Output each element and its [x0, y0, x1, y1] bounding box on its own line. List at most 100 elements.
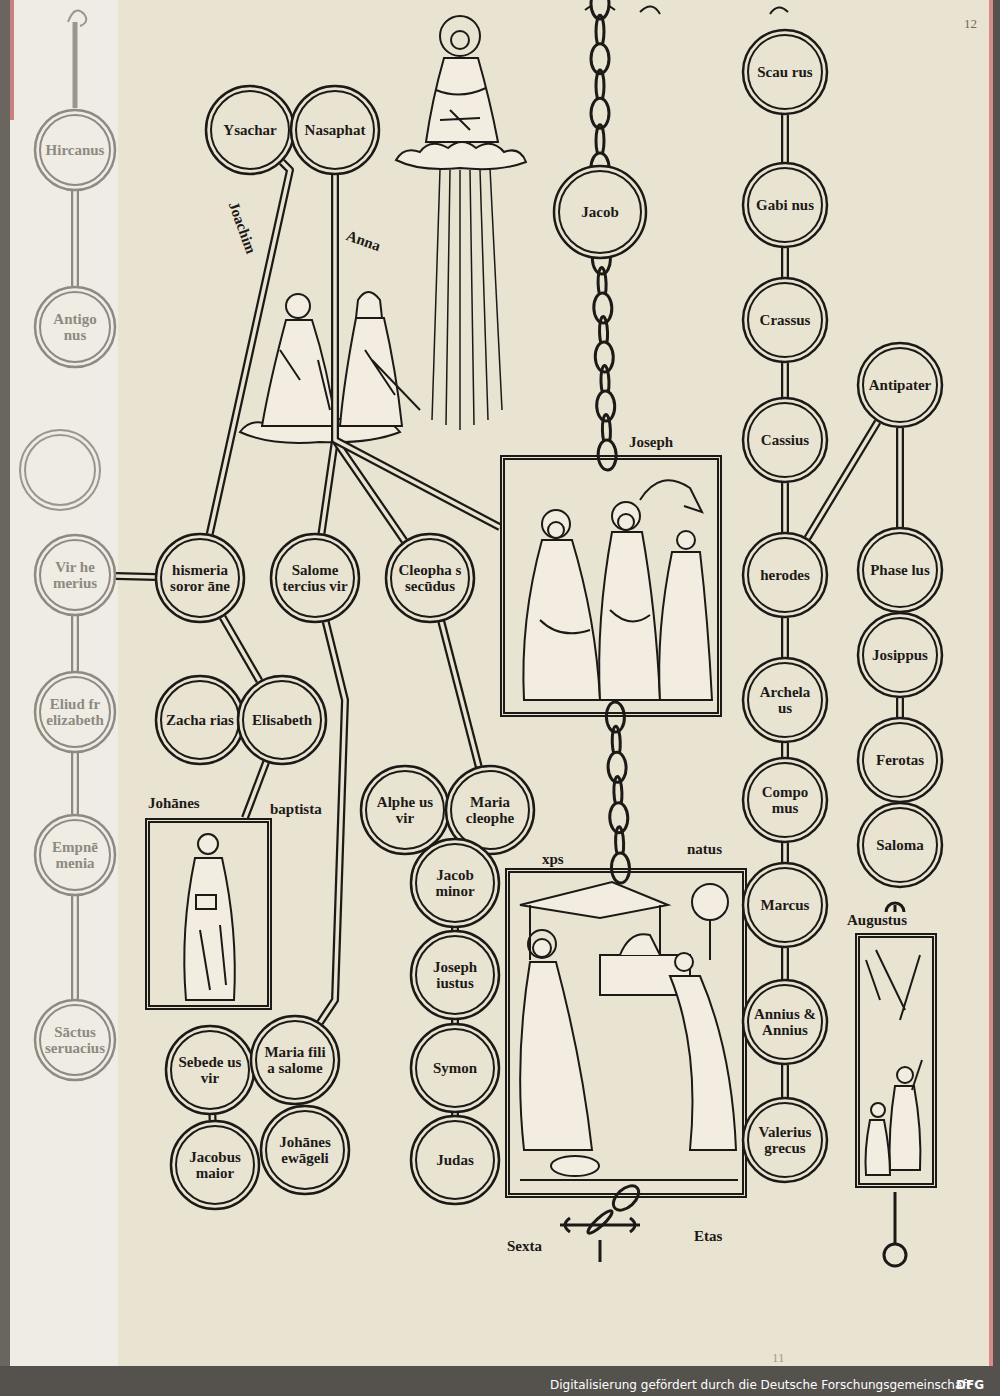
line-inner	[116, 574, 155, 578]
john-baptist-picture	[184, 858, 235, 1000]
nativity-picture	[528, 930, 556, 958]
lineage-line	[785, 948, 786, 979]
line-outer	[320, 622, 345, 1023]
line-inner	[211, 1115, 215, 1120]
inscription: 12	[962, 16, 979, 32]
chain-link	[593, 293, 612, 324]
joachim-anna-figures	[365, 350, 420, 410]
name-ring: Saloma	[856, 801, 944, 889]
ring-outer	[743, 758, 827, 842]
line-outer	[223, 617, 260, 681]
lineage-line	[785, 115, 786, 162]
chain-link	[596, 391, 615, 422]
lineage-line	[785, 483, 786, 532]
joachim-anna-figures	[340, 318, 402, 426]
ring-outer	[858, 528, 942, 612]
ring-inner	[748, 538, 822, 612]
lineage-line	[455, 928, 456, 930]
ring-outer	[858, 613, 942, 697]
joachim-anna-figures	[356, 292, 382, 318]
name-ring: Salome tercius vir	[269, 532, 361, 624]
line-outer	[208, 1115, 216, 1120]
ring-name: Johānes ewāgeli	[270, 1134, 341, 1167]
frame-heading: natus	[685, 841, 724, 858]
lineage-line	[116, 576, 155, 578]
line-outer	[116, 572, 155, 581]
ring-name: Maria fili a salome	[260, 1044, 331, 1077]
ring-inner	[161, 539, 239, 617]
ring-outer	[35, 1000, 115, 1080]
name-ring: hismeria soror āne	[154, 532, 246, 624]
ring-inner	[416, 844, 494, 922]
line-outer	[451, 1113, 459, 1115]
line-inner	[320, 622, 345, 1023]
line-outer	[71, 753, 79, 814]
line-inner	[73, 191, 77, 286]
name-ring: Sāctus seruacius	[33, 998, 117, 1082]
name-ring: Symon	[409, 1022, 501, 1114]
ring-name: Joseph iustus	[420, 959, 491, 992]
line-outer	[781, 843, 789, 862]
lineage-line	[455, 1113, 456, 1115]
line-outer	[781, 1065, 789, 1097]
name-ring: Nasaphat	[289, 84, 381, 176]
ring-inner	[276, 539, 354, 617]
lineage-line	[210, 162, 290, 534]
ring-inner	[40, 292, 110, 362]
line-inner	[783, 363, 787, 397]
line-outer	[71, 616, 79, 671]
nativity-picture	[675, 953, 693, 971]
inscription: Joachim	[224, 198, 260, 258]
name-ring: Annius & Annius	[741, 978, 829, 1066]
augustus-picture	[871, 1103, 885, 1117]
line-inner	[783, 115, 787, 162]
ring-outer	[251, 1016, 339, 1104]
lineage-line	[785, 618, 786, 657]
inscription: Sexta	[505, 1238, 544, 1255]
ring-outer	[35, 535, 115, 615]
ring-name: Antigo nus	[43, 311, 108, 344]
ring-name: Hircanus	[46, 142, 105, 159]
ring-outer	[858, 803, 942, 887]
line-inner	[783, 618, 787, 657]
ornament	[73, 22, 78, 108]
ring-name: Ferotas	[876, 752, 924, 769]
inscription: Etas	[692, 1228, 724, 1245]
line-inner	[898, 428, 902, 527]
ring-outer	[411, 839, 499, 927]
ornament	[20, 10, 100, 510]
ring-outer	[291, 86, 379, 174]
name-ring: herodes	[741, 531, 829, 619]
chain-link	[595, 342, 614, 373]
lineage-line	[335, 175, 405, 541]
holy-family-picture	[618, 514, 634, 530]
lineage-line	[75, 753, 76, 814]
nativity-picture	[520, 882, 668, 918]
john-baptist-picture	[200, 925, 226, 990]
ring-inner	[559, 171, 641, 253]
holy-family-picture	[599, 532, 660, 700]
john-baptist-picture	[184, 834, 235, 1000]
line-outer	[781, 483, 789, 532]
ring-inner	[416, 936, 494, 1014]
lineage-line	[245, 762, 266, 818]
holy-family-picture	[640, 480, 702, 512]
name-ring: Scau rus	[741, 28, 829, 116]
holy-family-picture	[677, 531, 695, 549]
ring-name: Judas	[436, 1152, 474, 1169]
name-ring: Johānes ewāgeli	[259, 1104, 351, 1196]
ring-outer	[156, 676, 244, 764]
holy-family-picture	[540, 610, 650, 633]
line-inner	[335, 175, 500, 527]
chain-link	[609, 1181, 643, 1215]
lineage-line	[75, 896, 76, 999]
christ-figure	[440, 16, 480, 56]
light-rays	[432, 170, 440, 420]
nativity-picture	[620, 934, 660, 955]
line-inner	[210, 162, 290, 534]
light-rays	[490, 168, 502, 410]
ring-name: Saloma	[876, 837, 924, 854]
ring-inner	[296, 91, 374, 169]
christ-figure	[396, 16, 526, 169]
